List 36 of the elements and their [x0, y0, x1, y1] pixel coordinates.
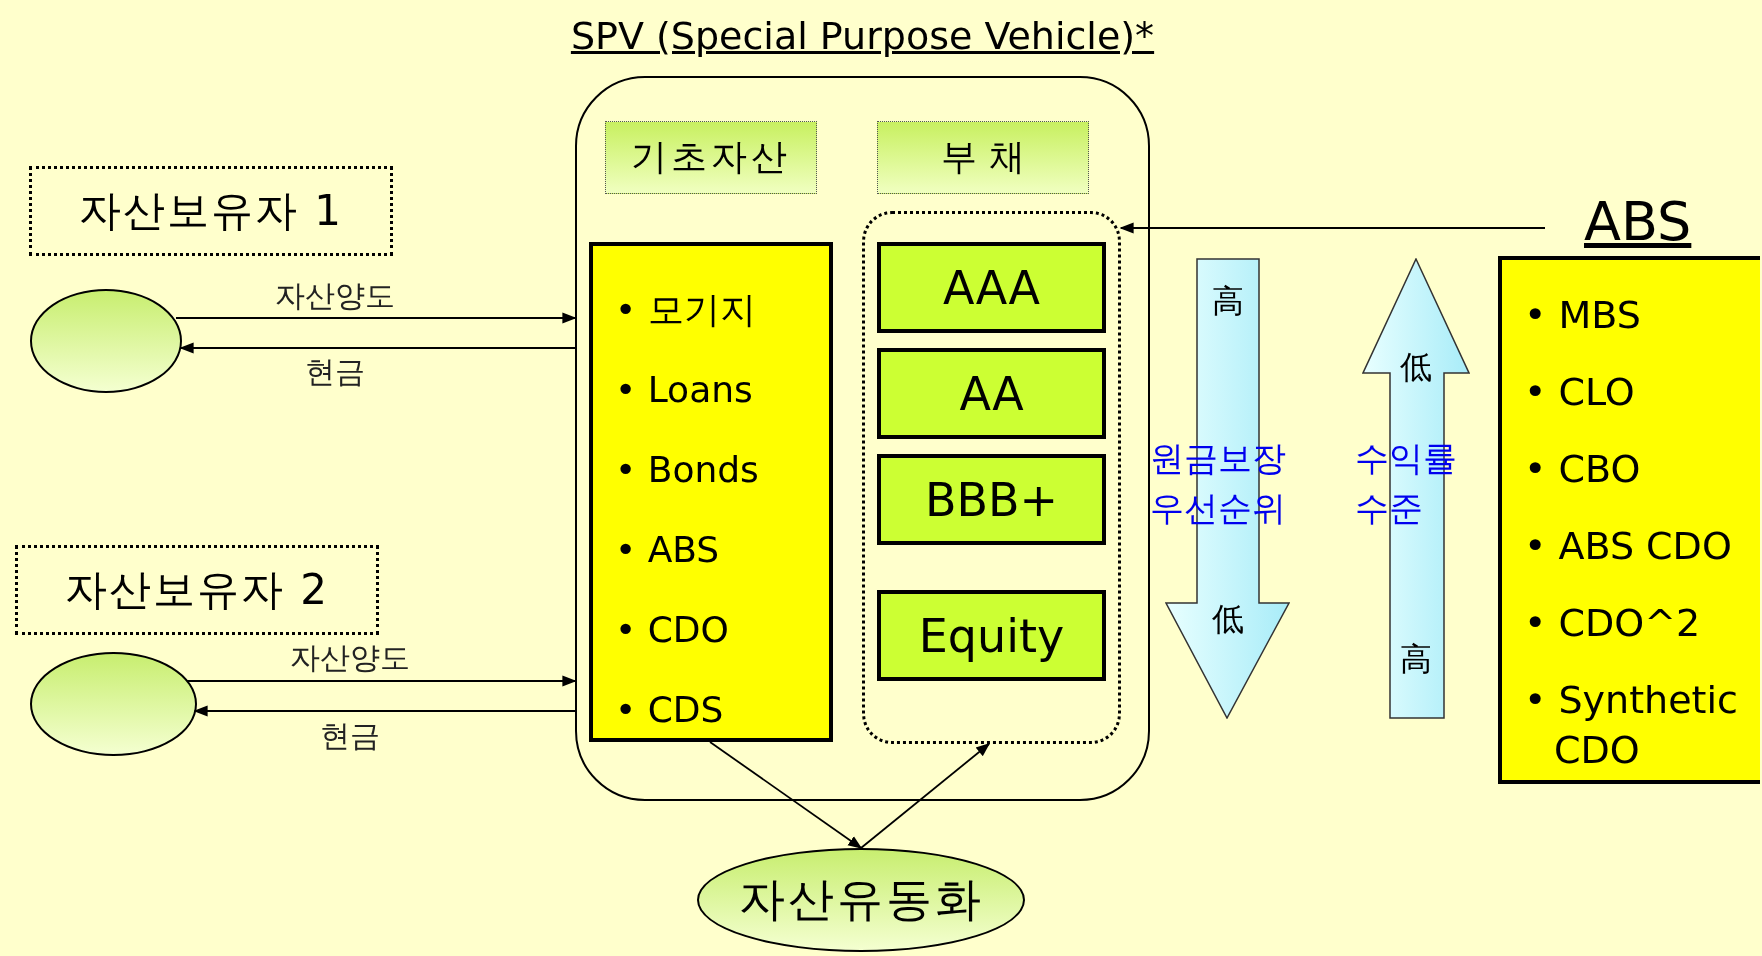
- list-item: • CDO^2: [1524, 600, 1702, 647]
- text-box: AAA: [877, 242, 1106, 333]
- list-item: • Loans: [615, 368, 754, 412]
- arrow: [179, 342, 576, 354]
- arrow: [1119, 222, 1546, 234]
- text-box: 자산보유자 2: [15, 545, 379, 635]
- text-box: BBB+: [877, 454, 1106, 545]
- list-item: • 모기지: [615, 288, 757, 332]
- rank-text: 高: [1400, 639, 1432, 680]
- rank-text: 低: [1400, 347, 1432, 388]
- list-item: • Synthetic CDO: [1524, 677, 1739, 774]
- text-box: Equity: [877, 590, 1106, 681]
- list-item: • MBS: [1524, 292, 1642, 339]
- list-item: • ABS: [615, 528, 721, 572]
- list-box: [589, 242, 833, 742]
- list-item: • Bonds: [615, 448, 760, 492]
- text-box: 기초자산: [605, 121, 817, 194]
- text-box: 부 채: [877, 121, 1089, 194]
- list-heading: ABS: [1584, 190, 1692, 253]
- list-item: • CDO: [615, 608, 730, 652]
- text-box: AA: [877, 348, 1106, 439]
- text-box: 자산보유자 1: [29, 166, 393, 256]
- tranche-group: [862, 211, 1121, 744]
- oval-node: 자산유동화: [697, 848, 1025, 952]
- rank-text: 低: [1211, 599, 1244, 640]
- arrow: [175, 312, 577, 324]
- arrow: [193, 705, 576, 717]
- list-item: • ABS CDO: [1524, 523, 1733, 570]
- list-item: • CBO: [1524, 446, 1642, 493]
- arrow: [709, 741, 863, 849]
- arrow: [186, 675, 577, 687]
- list-item: • CDS: [615, 688, 725, 732]
- arrow: [860, 743, 991, 849]
- list-item: • CLO: [1524, 369, 1636, 416]
- rank-text: 高: [1211, 281, 1244, 322]
- panel-title: SPV (Special Purpose Vehicle)*: [570, 14, 1155, 58]
